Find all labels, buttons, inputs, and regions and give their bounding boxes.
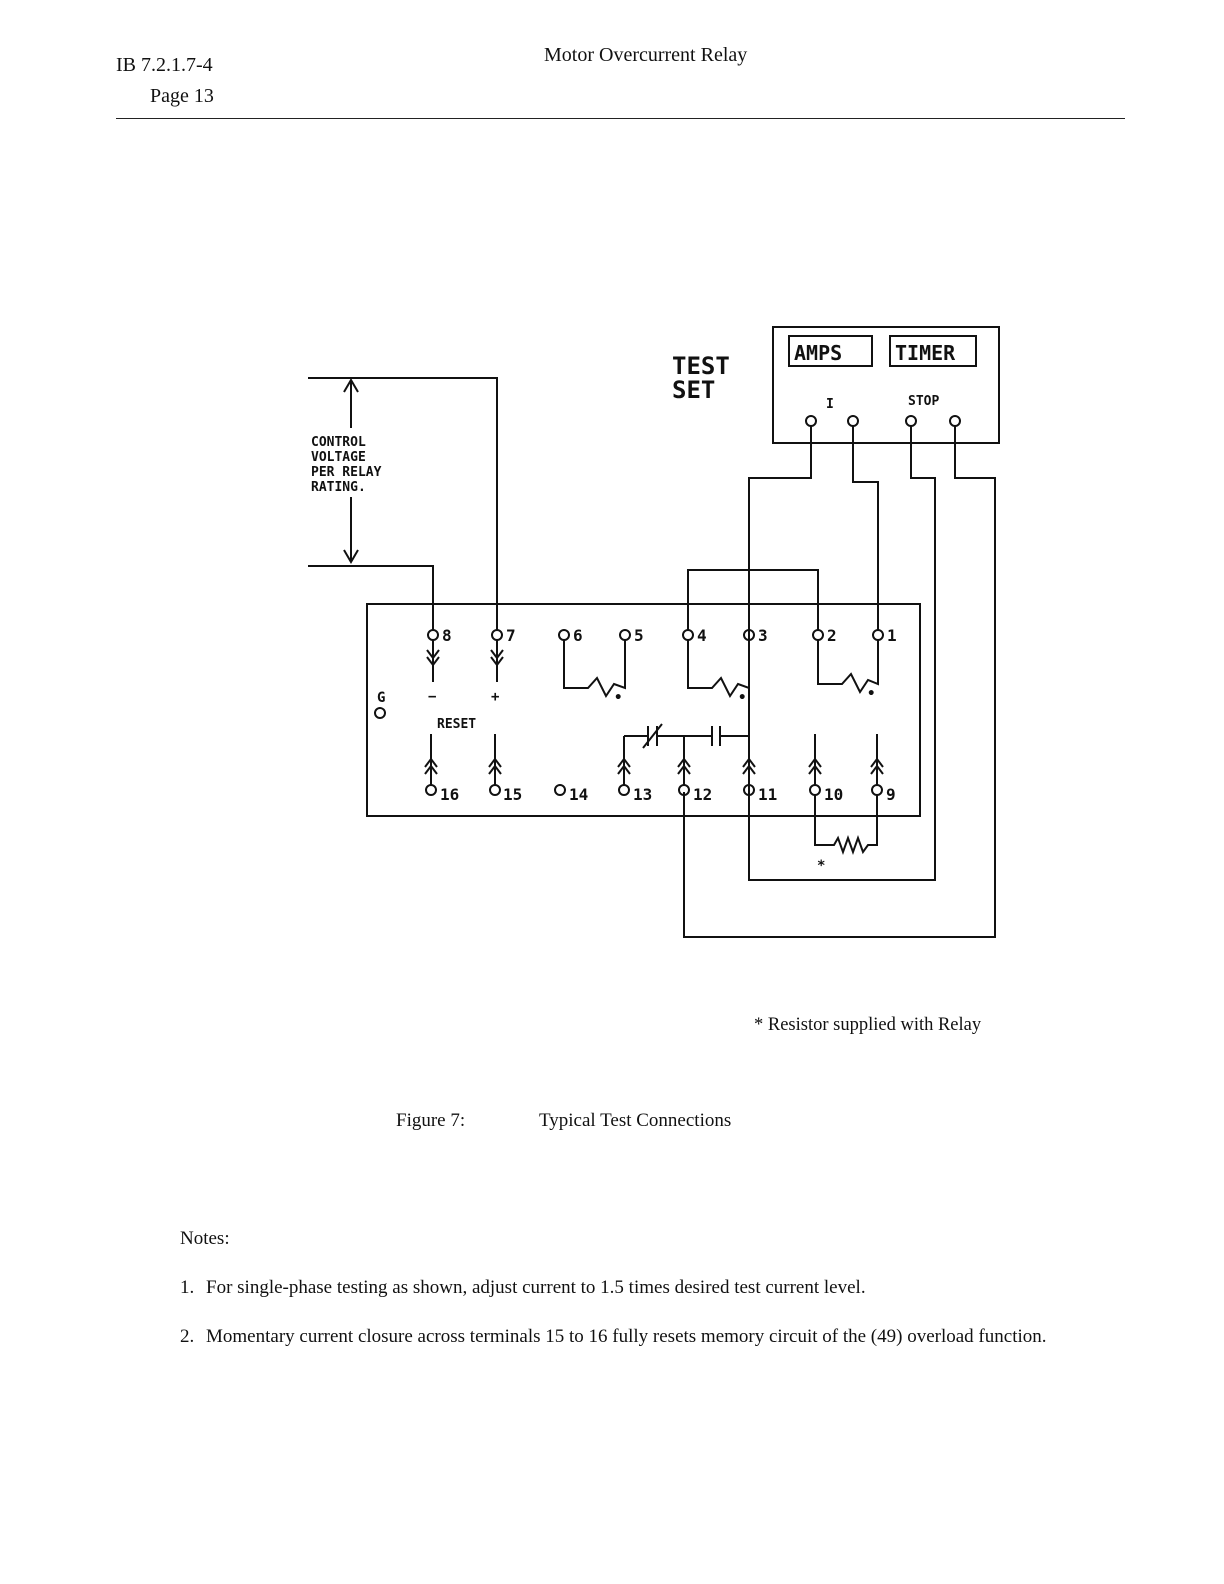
drawout-contact-icon [677,736,691,785]
relay-terminal-8 [427,629,439,641]
terminal-label: 15 [503,785,522,804]
test-set-label: SET [672,376,715,404]
relay-terminal-14 [554,784,566,796]
test-set-label: TEST [672,352,730,380]
resistor-mark: * [817,858,825,874]
relay-terminal-4 [682,629,694,641]
terminal-label: 2 [827,626,837,645]
drawout-contact-icon [426,640,440,682]
test-set-terminal [905,415,917,427]
terminal-label: 13 [633,785,652,804]
doc-id: IB 7.2.1.7-4 [116,54,213,76]
timer-label: TIMER [895,341,956,365]
minus-label: − [428,689,436,705]
stop-terminal-label: STOP [908,394,939,409]
relay-terminal-1 [872,629,884,641]
header-divider [116,118,1125,119]
drawout-contact-icon [808,734,822,785]
terminal-label: 1 [887,626,897,645]
control-voltage-label: CONTROL [311,435,366,450]
drawout-contact-icon [617,736,631,785]
note-text: For single-phase testing as shown, adjus… [206,1277,866,1298]
terminal-label: 16 [440,785,459,804]
terminal-label: 11 [758,785,777,804]
drawout-contact-icon [490,640,504,682]
control-voltage-label: PER RELAY [311,465,382,480]
amps-meter [788,335,873,367]
control-voltage-wire [308,377,498,630]
figure-number: Figure 7: [396,1110,466,1131]
notes-heading: Notes: [180,1228,230,1249]
drawout-contact-icon [488,734,502,785]
relay-terminal-6 [558,629,570,641]
test-set-terminal [949,415,961,427]
polarity-mark: • [614,690,622,706]
terminal-label: 7 [506,626,516,645]
up-arrow-icon [343,378,359,428]
reset-label: RESET [437,717,476,732]
page-title: Motor Overcurrent Relay [544,44,748,66]
relay-terminal-5 [619,629,631,641]
test-set-box [772,326,1000,444]
current-coil-icon [687,640,750,698]
resistor-footnote: * Resistor supplied with Relay [754,1015,982,1035]
figure-caption: Typical Test Connections [539,1110,732,1131]
relay-terminal-2 [812,629,824,641]
current-terminal-label: I [826,397,834,412]
terminal-label: 8 [442,626,452,645]
terminal-label: 3 [758,626,768,645]
drawout-contact-icon [424,734,438,785]
relay-terminal-13 [618,784,630,796]
page-number: Page 13 [150,85,214,107]
relay-terminal-15 [489,784,501,796]
amps-label: AMPS [794,341,842,365]
terminal-label: 6 [573,626,583,645]
wire [683,426,996,938]
plus-label: + [491,689,499,705]
terminal-label: 9 [886,785,896,804]
ground-terminal [374,707,386,719]
note-number: 2. [180,1326,195,1347]
wire [852,426,879,630]
terminal-label: 14 [569,785,588,804]
jumper-wire [687,569,819,630]
control-voltage-label: RATING. [311,480,366,495]
note-item: 2. Momentary current closure across termi… [180,1326,1047,1348]
control-voltage-label: VOLTAGE [311,450,366,465]
drawout-contact-icon [870,734,884,785]
header-doc-block: IB 7.2.1.7-4 Page 13 [116,50,214,112]
test-set-terminal [805,415,817,427]
relay-case [366,603,921,817]
control-voltage-wire [308,565,434,630]
wire [748,426,936,881]
terminal-label: 12 [693,785,712,804]
note-text: Momentary current closure across termina… [206,1326,1047,1347]
relay-terminal-9 [871,784,883,796]
terminal-label: 10 [824,785,843,804]
current-coil-icon [817,640,879,694]
current-coil-icon [563,640,626,698]
drawout-contact-icon [742,736,756,785]
timer-meter [889,335,977,367]
polarity-mark: • [738,690,746,706]
relay-terminal-10 [809,784,821,796]
ground-label: G [377,690,385,706]
resistor-icon [814,795,878,855]
note-item: 1. For single-phase testing as shown, adj… [180,1277,866,1299]
polarity-mark: • [867,686,875,702]
down-arrow-icon [343,497,359,564]
relay-terminal-16 [425,784,437,796]
output-contacts [624,723,749,749]
note-number: 1. [180,1277,195,1298]
relay-terminal-7 [491,629,503,641]
test-set-terminal [847,415,859,427]
terminal-label: 5 [634,626,644,645]
terminal-label: 4 [697,626,707,645]
